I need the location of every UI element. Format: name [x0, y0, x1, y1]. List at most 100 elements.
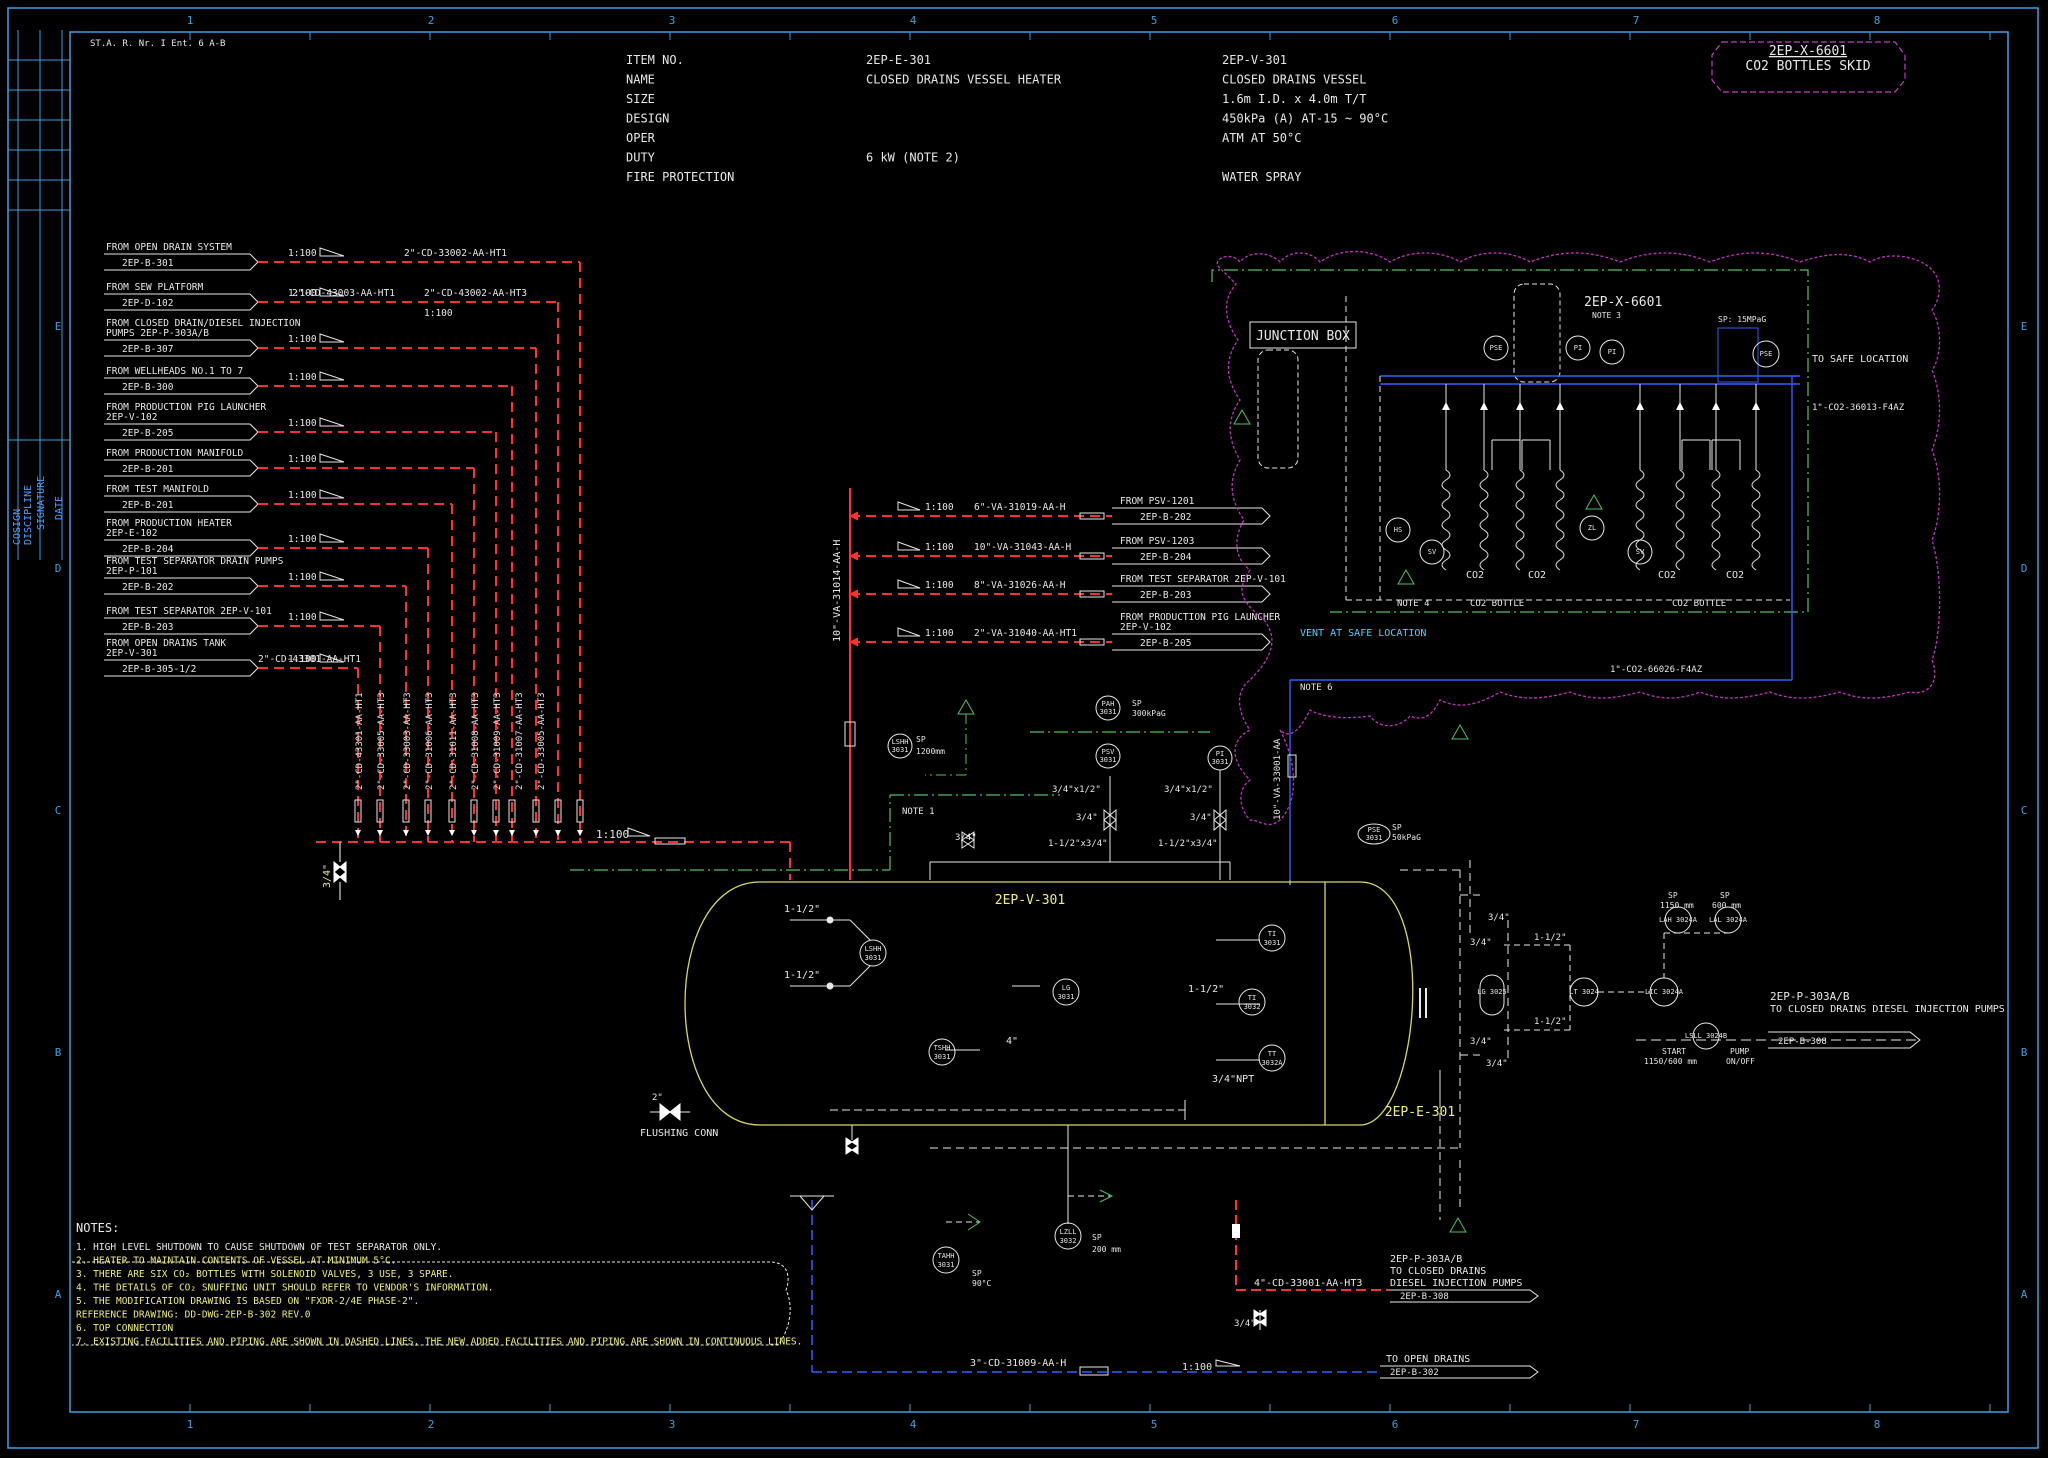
lshh-valve[interactable]: [961, 831, 975, 849]
vent-from-label: FROM PRODUCTION PIG LAUNCHER: [1120, 612, 1280, 623]
vent-ref: 2EP-B-205: [1140, 638, 1191, 649]
flushing-valve[interactable]: [659, 1102, 681, 1122]
spec-vessel-value: ATM AT 50°C: [1222, 131, 1301, 145]
lal-tag: LAL 3024A: [1709, 916, 1748, 924]
skid-instrument-bubble: [1385, 517, 1411, 543]
skid-instrument-tag: ZL: [1588, 524, 1596, 532]
vent-from-label: 2EP-V-102: [1120, 622, 1171, 633]
pse-tag: PSE: [1368, 826, 1381, 834]
vessel-inst-4-num: 3031: [1264, 939, 1281, 947]
drain-outlet-valve[interactable]: [1253, 1309, 1267, 1327]
vessel-inst-3-tag: LZLL: [1060, 1228, 1077, 1236]
skid-instrument-bubble: [1419, 539, 1445, 565]
vent-line-tag: 10"-VA-31043-AA-H: [974, 542, 1072, 553]
skid-title-tag: 2EP-X-6601 CO2 BOTTLES SKID: [1711, 41, 1906, 93]
bottom-tahh-tag: TAHH: [938, 1252, 955, 1260]
skid-riser-tag: 10"-VA-33001-AA: [1273, 738, 1283, 820]
inlet-ref: 2EP-B-202: [122, 582, 173, 593]
loop-size-1: 3/4": [1470, 938, 1492, 948]
skid-sp: SP: 15MPaG: [1718, 315, 1766, 324]
vent-slope: 1:100: [925, 502, 954, 513]
drain-outlet-text1: TO CLOSED DRAINS: [1390, 1266, 1486, 1277]
vessel-inst-3-num: 3032: [1060, 1237, 1077, 1245]
pah-num: 3031: [1100, 708, 1117, 716]
inlet-from-label: FROM TEST SEPARATOR 2EP-V-101: [106, 606, 272, 617]
lah-sp: SP: [1668, 891, 1678, 900]
psv-bubble: [1095, 743, 1121, 769]
vent-valve[interactable]: [1103, 808, 1117, 832]
skid-bottle-2: CO2: [1658, 570, 1676, 581]
column-mark-bottom: 2: [428, 1418, 435, 1431]
vent-line-tag: 6"-VA-31019-AA-H: [974, 502, 1066, 513]
drain-header: 1:100 3/4": [316, 827, 791, 900]
lic-tag: LIC 3024A: [1645, 988, 1684, 996]
row-mark-right: C: [2021, 804, 2028, 817]
valve-label-4: 3/4": [1190, 813, 1212, 823]
junction-box-label: JUNCTION BOX: [1256, 329, 1350, 344]
notes-block: NOTES: 1. HIGH LEVEL SHUTDOWN TO CAUSE S…: [72, 1221, 802, 1348]
inlet-from-label: PUMPS 2EP-P-303A/B: [106, 328, 209, 339]
vent-from-label: FROM PSV-1203: [1120, 536, 1194, 547]
notes-heading: NOTES:: [76, 1221, 119, 1235]
skid-instrument-bubble: [1579, 515, 1605, 541]
row-mark-left: C: [55, 804, 62, 817]
skid-bottle-label-0: CO2 BOTTLE: [1470, 599, 1524, 609]
vessel-drain-valve[interactable]: [845, 1137, 859, 1155]
skid-title-name: CO2 BOTTLES SKID: [1745, 59, 1870, 74]
loop-size-4: 3/4": [1470, 1037, 1492, 1047]
skid-instrument-bubble: [1565, 335, 1591, 361]
pi-isolation-valve[interactable]: [1213, 808, 1227, 832]
inlet-from-label: 2EP-V-301: [106, 648, 158, 659]
inlet-line-tag-2: 2"-CD-43002-AA-HT3: [424, 288, 527, 299]
skid-to-safe-line: 1"-CO2-36013-F4AZ: [1812, 403, 1905, 413]
vessel-inst-6-tag: TT: [1268, 1050, 1277, 1058]
inlet-from-label: 2EP-V-102: [106, 412, 157, 423]
vessel-inst-1-tag: LG: [1062, 984, 1070, 992]
existing-utility-lines: [570, 269, 1809, 871]
column-mark-top: 5: [1151, 14, 1158, 27]
skid-note6: NOTE 6: [1300, 683, 1333, 693]
closed-drains-vessel: 2EP-V-301 2EP-E-301: [684, 881, 1455, 1126]
vent-ref: 2EP-B-203: [1140, 590, 1191, 601]
vessel-inst-2-tag: TSHH: [934, 1044, 951, 1052]
pah-bubble: [1095, 695, 1121, 721]
open-drains-line-tag: 3"-CD-31009-AA-H: [970, 1358, 1066, 1369]
note-item: 1. HIGH LEVEL SHUTDOWN TO CAUSE SHUTDOWN…: [76, 1242, 442, 1253]
inlet-from-label: FROM CLOSED DRAIN/DIESEL INJECTION: [106, 318, 301, 329]
junction-box: [1249, 321, 1357, 349]
spec-label: ITEM NO.: [626, 53, 684, 67]
inlet-ref: 2EP-D-102: [122, 298, 173, 309]
inlet-ref: 2EP-B-204: [122, 544, 174, 555]
inner-frame: [69, 31, 2009, 1413]
column-mark-bottom: 1: [187, 1418, 194, 1431]
drain-outlet-text2: DIESEL INJECTION PUMPS: [1390, 1278, 1522, 1289]
bottom-tahh-num: 3031: [938, 1261, 955, 1269]
inlet-line-tag: 2"-CD-33002-AA-HT1: [404, 248, 507, 259]
note-item: 3. THERE ARE SIX CO₂ BOTTLES WITH SOLENO…: [76, 1269, 454, 1280]
rev-label-signature: SIGNATURE: [36, 476, 47, 530]
vertical-line-tag: 2"-CD-31006-AA-HT3: [425, 692, 435, 790]
spec-vessel-value: WATER SPRAY: [1222, 170, 1302, 184]
column-mark-top: 7: [1633, 14, 1640, 27]
spec-label: NAME: [626, 73, 655, 87]
header-drain-valve[interactable]: [333, 860, 347, 884]
revision-labels: COSIGN DISCIPLINE SIGNATURE DATE: [12, 476, 65, 545]
spec-label: DUTY: [626, 151, 656, 165]
column-mark-top: 4: [910, 14, 917, 27]
inlet-slope: 1:100: [288, 490, 317, 501]
column-mark-top: 1: [187, 14, 194, 27]
header-slope: 1:100: [596, 828, 629, 841]
rev-label-discipline: DISCIPLINE: [23, 485, 34, 545]
column-mark-top: 8: [1874, 14, 1881, 27]
loop-size-2: 1-1/2": [1534, 933, 1567, 943]
bottom-tahh-sp: SP: [972, 1269, 982, 1278]
spec-label: SIZE: [626, 92, 655, 106]
nozzle-label-0: 1-1/2": [784, 904, 820, 915]
valve-label-3: 3/4"x1/2": [1164, 785, 1213, 795]
header-valve-size: 3/4": [322, 864, 333, 888]
vertical-line-tag: 2"-CD-33005-AA-HT3: [377, 692, 387, 790]
